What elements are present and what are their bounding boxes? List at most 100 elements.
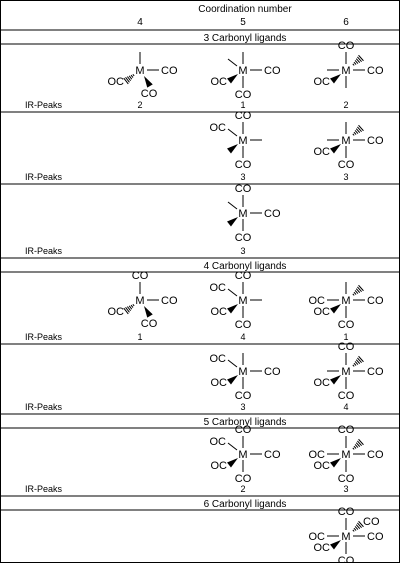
group-2-row-0-complex-cn5-ligand-1-label: OC [210,436,227,448]
group-heading-2: 5 Carbonyl ligands [204,417,287,428]
group-1-row-1-complex-cn5-ligand-3-bond [227,375,238,385]
group-0-row-0-complex-cn6-ir-peak-count: 2 [343,100,348,110]
group-0-row-1-complex-cn6-ligand-5-label: CO [338,159,355,171]
group-0-row-2-complex-cn5-ligand-0-label: CO [235,183,252,195]
group-1-row-1-complex-cn5-ir-peak-count: 3 [240,402,245,412]
group-0-row-2-ir-label: IR-Peaks [25,246,63,256]
group-0-row-1-complex-cn6-metal-label: M [341,135,350,147]
group-3-row-0-complex-cn6-ligand-2-label: OC [309,531,326,543]
group-0-row-1-complex-cn5-ligand-4-label: CO [235,159,252,171]
group-1-row-0-complex-cn6-ligand-4-label: OC [314,306,331,318]
group-1-row-0-complex-cn5-ligand-1-bond [227,288,238,297]
group-0-row-0-complex-cn5-ligand-2-label: CO [264,65,281,77]
group-2-row-0-complex-cn6-ir-peak-count: 3 [343,484,348,494]
group-1-row-0-complex-cn6-ligand-5-label: CO [338,319,355,331]
group-2-row-0-complex-cn6-ligand-0-label: CO [338,424,355,436]
group-2-row-0-complex-cn6-ligand-1-bond [352,438,364,450]
group-2-row-0-complex-cn5-metal-label: M [238,449,247,461]
group-2-row-0-complex-cn5-ligand-3-label: OC [211,460,228,472]
group-1-row-0-complex-cn5-ligand-4-label: CO [235,319,252,331]
group-1-row-1-ir-label: IR-Peaks [25,402,63,412]
group-0-row-1-complex-cn5-ligand-0-label: CO [235,110,252,122]
group-1-row-0-ir-label: IR-Peaks [25,332,63,342]
group-2-row-0-complex-cn6-ligand-3-label: CO [367,449,384,461]
group-1-row-0-complex-cn5-ligand-3-bond [227,304,238,314]
group-1-row-0-complex-cn5-ir-peak-count: 4 [240,332,245,342]
group-heading-0: 3 Carbonyl ligands [204,33,287,44]
column-header-6: 6 [343,17,349,28]
group-1-row-1-complex-cn5-metal-label: M [238,366,247,378]
group-0-row-0-complex-cn5-ligand-1-bond [227,58,238,67]
group-1-row-0-complex-cn5-ligand-0-label: CO [235,270,252,282]
group-0-row-0-complex-cn6-ligand-1-bond [352,54,364,66]
group-1-row-0-complex-cn6-ligand-3-label: CO [367,295,384,307]
group-0-row-1-ir-label: IR-Peaks [25,172,63,182]
group-0-row-2-complex-cn5-ligand-1-bond [227,201,238,210]
group-1-row-0-complex-cn5-metal-label: M [238,295,247,307]
group-1-row-0-complex-cn4-metal-label: M [135,295,144,307]
column-header-5: 5 [240,17,246,28]
group-1-row-0-complex-cn6-metal-label: M [341,295,350,307]
group-0-row-2-complex-cn5-ligand-4-label: CO [235,232,252,244]
group-1-row-0-complex-cn4-ligand-2-bond [144,306,153,318]
group-0-row-1-complex-cn5-ligand-1-bond [227,128,238,137]
group-1-row-0-complex-cn4-ligand-3-label: CO [161,295,178,307]
group-2-row-0-complex-cn5-ligand-2-label: CO [264,449,281,461]
group-2-row-0-complex-cn5-ligand-0-label: CO [235,424,252,436]
group-2-row-0-complex-cn5-ligand-1-bond [227,442,238,451]
group-0-row-0-complex-cn4-ligand-2-label: CO [141,88,158,100]
group-1-row-1-complex-cn6-ligand-4-label: OC [314,377,331,389]
group-1-row-0-complex-cn4-ligand-2-label: CO [141,318,158,330]
group-1-row-0-complex-cn5-ligand-1-label: OC [210,282,227,294]
group-0-row-0-complex-cn6-metal-label: M [341,65,350,77]
group-0-row-1-complex-cn6-ligand-3-label: CO [367,135,384,147]
group-0-row-0-complex-cn4-metal-label: M [135,65,144,77]
group-0-row-1-complex-cn6-ligand-1-bond [352,124,364,136]
group-0-row-2-complex-cn5-ir-peak-count: 3 [240,246,245,256]
group-0-row-2-complex-cn5-ligand-3-bond [227,217,238,227]
group-3-row-0-complex-cn6-ligand-5-label: CO [338,555,355,563]
group-0-row-0-complex-cn5-ir-peak-count: 1 [240,100,245,110]
group-1-row-1-complex-cn5-ligand-1-bond [227,359,238,368]
group-1-row-0-complex-cn4-ligand-0-label: CO [132,270,149,282]
group-0-row-0-complex-cn5-ligand-3-bond [227,74,238,84]
group-1-row-0-complex-cn4-ligand-1-label: OC [108,306,125,318]
group-2-row-0-ir-label: IR-Peaks [25,484,63,494]
group-0-row-2-complex-cn5-ligand-2-label: CO [264,208,281,220]
group-1-row-1-complex-cn6-ir-peak-count: 4 [343,402,348,412]
group-1-row-0-complex-cn5-ligand-3-label: OC [211,306,228,318]
group-3-row-0-complex-cn6-ligand-3-label: CO [367,531,384,543]
group-0-row-1-complex-cn6-ir-peak-count: 3 [343,172,348,182]
group-0-row-0-complex-cn6-ligand-0-label: CO [338,40,355,52]
group-0-row-0-complex-cn5-metal-label: M [238,65,247,77]
group-0-row-1-complex-cn6-ligand-4-label: OC [314,146,331,158]
group-heading-1: 4 Carbonyl ligands [204,261,287,272]
group-0-row-0-complex-cn4-ligand-2-bond [144,76,153,88]
group-0-row-0-complex-cn4-ligand-1-bond [123,74,135,85]
group-1-row-0-complex-cn6-ir-peak-count: 1 [343,332,348,342]
group-0-row-1-complex-cn5-ligand-3-bond [227,144,238,154]
group-2-row-0-complex-cn6-ligand-4-label: OC [314,460,331,472]
group-3-row-0-complex-cn6-ligand-4-label: OC [314,542,331,554]
group-1-row-0-complex-cn6-ligand-1-bond [352,284,364,296]
group-2-row-0-complex-cn5-ir-peak-count: 2 [240,484,245,494]
group-1-row-1-complex-cn6-ligand-4-bond [330,375,341,385]
group-1-row-0-complex-cn6-ligand-2-label: OC [309,295,326,307]
group-0-row-0-complex-cn6-ligand-4-label: OC [314,76,331,88]
group-0-row-0-complex-cn5-ligand-4-label: CO [235,89,252,101]
group-1-row-0-complex-cn4-ligand-1-bond [123,304,135,315]
group-1-row-0-complex-cn4-ir-peak-count: 1 [137,332,142,342]
group-2-row-0-complex-cn6-ligand-2-label: OC [309,449,326,461]
group-2-row-0-complex-cn5-ligand-3-bond [227,458,238,468]
group-3-row-0-complex-cn6-ligand-1-bond [352,520,364,532]
group-0-row-0-complex-cn5-ligand-3-label: OC [211,76,228,88]
group-3-row-0-complex-cn6-metal-label: M [341,531,350,543]
column-header-4: 4 [137,17,143,28]
group-0-row-1-complex-cn6-ligand-4-bond [330,144,341,154]
group-3-row-0-complex-cn6-ligand-1-label: CO [363,516,380,528]
group-3-row-0-complex-cn6-ligand-4-bond [330,540,341,550]
group-0-row-0-complex-cn4-ir-peak-count: 2 [137,100,142,110]
group-0-row-0-complex-cn4-ligand-1-label: OC [108,76,125,88]
